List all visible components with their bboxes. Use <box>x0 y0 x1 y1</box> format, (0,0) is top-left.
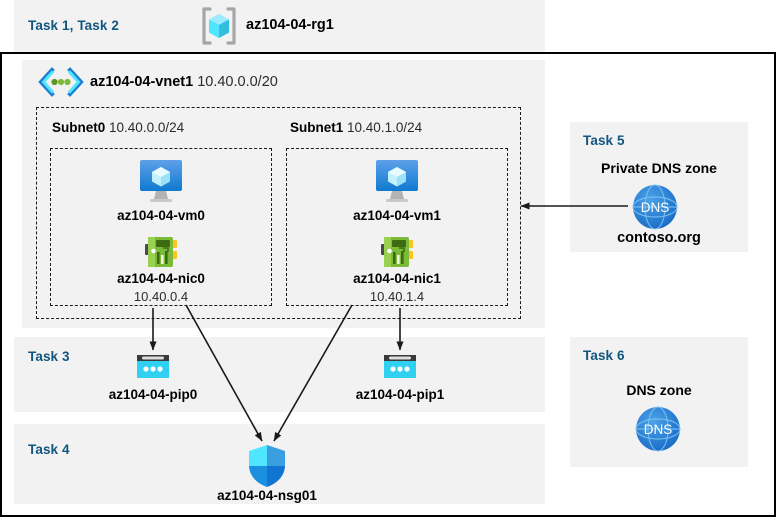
task-label-1-2: Task 1, Task 2 <box>28 18 119 33</box>
subnet0-name: Subnet0 <box>52 120 106 135</box>
private-dns-zone-title: Private DNS zone <box>601 160 717 176</box>
public-ip-address-icon <box>133 352 173 384</box>
public-ip-address-icon <box>380 352 420 384</box>
resource-group-icon <box>198 6 240 46</box>
vm1-name: az104-04-vm1 <box>353 208 441 223</box>
dns-zone-title: DNS zone <box>626 382 692 398</box>
network-security-group-icon <box>246 443 288 489</box>
nsg-name: az104-04-nsg01 <box>217 488 317 503</box>
network-interface-icon <box>379 234 415 270</box>
svg-text:DNS: DNS <box>641 200 670 215</box>
subnet0-title: Subnet0 10.40.0.0/24 <box>52 120 184 135</box>
task-label-4: Task 4 <box>28 442 70 457</box>
dns-zone-icon: DNS <box>630 182 680 232</box>
virtual-machine-icon <box>134 158 188 204</box>
network-interface-icon <box>143 234 179 270</box>
resource-group-boundary <box>0 52 776 517</box>
subnet0-cidr: 10.40.0.0/24 <box>109 120 185 135</box>
subnet1-cidr: 10.40.1.0/24 <box>347 120 423 135</box>
nic1-ip: 10.40.1.4 <box>369 289 425 304</box>
pip1-name: az104-04-pip1 <box>355 387 445 402</box>
nic0-name: az104-04-nic0 <box>117 271 205 286</box>
resource-group-header-band <box>14 0 545 52</box>
vnet-name: az104-04-vnet1 <box>90 74 194 90</box>
virtual-network-icon <box>36 66 86 98</box>
vnet-title: az104-04-vnet1 10.40.0.0/20 <box>90 74 278 90</box>
vm0-name: az104-04-vm0 <box>117 208 205 223</box>
pip0-name: az104-04-pip0 <box>108 387 198 402</box>
nic1-name: az104-04-nic1 <box>353 271 441 286</box>
task-label-6: Task 6 <box>583 348 625 363</box>
subnet1-box <box>286 148 508 306</box>
vnet-cidr: 10.40.0.0/20 <box>197 74 278 90</box>
task-label-3: Task 3 <box>28 349 70 364</box>
resource-group-name: az104-04-rg1 <box>246 17 334 33</box>
vnet-panel <box>22 60 545 328</box>
svg-text:DNS: DNS <box>644 422 673 437</box>
virtual-machine-icon <box>370 158 424 204</box>
nic0-ip: 10.40.0.4 <box>133 289 189 304</box>
private-dns-zone-name: contoso.org <box>617 230 701 246</box>
subnet1-name: Subnet1 <box>290 120 344 135</box>
dns-zone-icon: DNS <box>633 404 683 454</box>
subnet1-title: Subnet1 10.40.1.0/24 <box>290 120 422 135</box>
subnet0-box <box>50 148 272 306</box>
task-label-5: Task 5 <box>583 133 625 148</box>
